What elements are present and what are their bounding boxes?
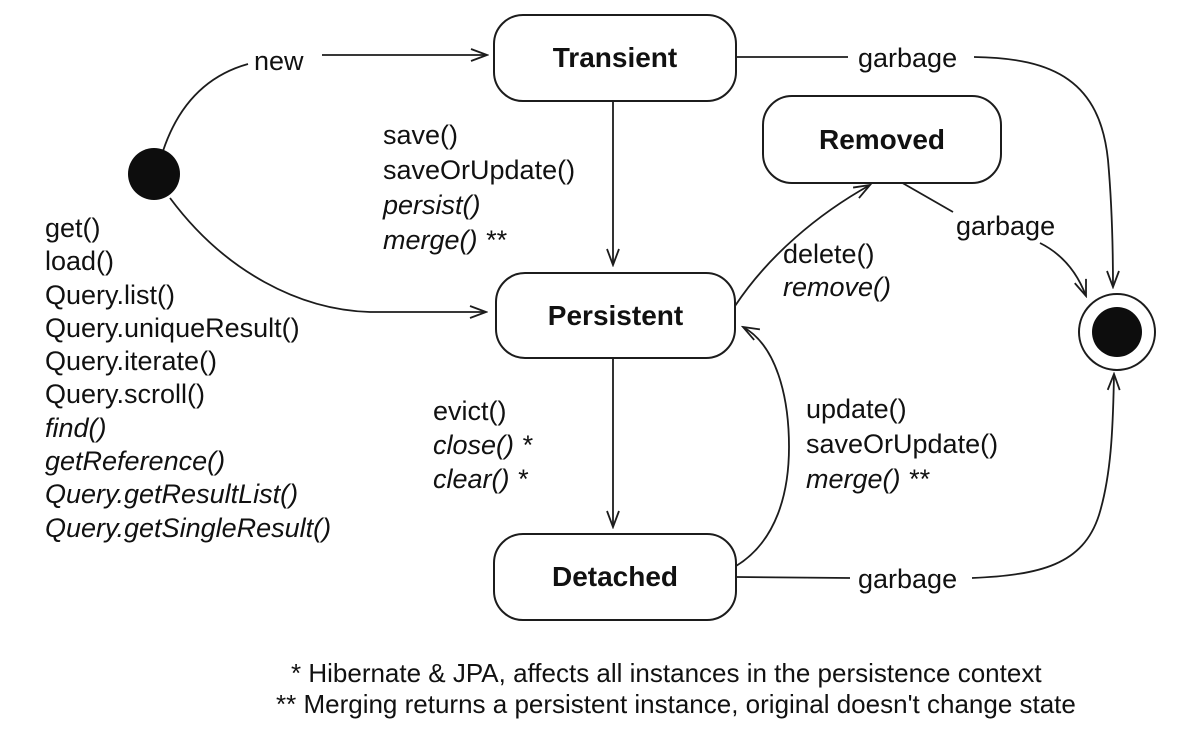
- method-line: find(): [45, 412, 107, 443]
- state-detached-label: Detached: [551, 561, 679, 592]
- transition-label-garbage-transient: garbage: [858, 43, 958, 73]
- edge-initial-to-persistent: [169, 197, 486, 312]
- method-line: update(): [806, 394, 907, 424]
- edge-detached-to-garbage: [735, 576, 851, 579]
- methods-persistent-to-detached: evict() close() * clear() *: [433, 394, 532, 496]
- initial-state-dot: [128, 148, 180, 200]
- method-line: save(): [383, 120, 459, 150]
- method-line: Query.list(): [45, 279, 176, 310]
- methods-detached-to-persistent: update() saveOrUpdate() merge() **: [806, 392, 998, 497]
- method-line: evict(): [433, 396, 507, 426]
- transition-label-new: new: [254, 46, 304, 76]
- state-removed: Removed: [762, 95, 1002, 184]
- methods-persistent-to-removed: delete() remove(): [783, 238, 891, 304]
- edge-garbage-to-final-bottom: [971, 374, 1114, 579]
- method-line: merge() **: [383, 225, 507, 255]
- method-line: saveOrUpdate(): [383, 155, 576, 185]
- method-line: Query.uniqueResult(): [45, 312, 300, 343]
- edge-detached-to-persistent: [735, 327, 790, 567]
- method-line: Query.getSingleResult(): [45, 512, 332, 543]
- method-line: Query.iterate(): [45, 346, 218, 377]
- edge-persistent-to-removed: [734, 185, 870, 307]
- method-line: merge() **: [806, 464, 930, 494]
- edge-removed-to-garbage: [898, 180, 954, 213]
- final-state-inner-dot: [1092, 307, 1142, 357]
- edge-garbage-to-final-mid: [1039, 242, 1086, 296]
- method-line: remove(): [783, 272, 892, 302]
- method-line: Query.getResultList(): [45, 479, 299, 510]
- state-removed-label: Removed: [818, 123, 946, 155]
- method-line: saveOrUpdate(): [806, 429, 999, 459]
- footnote-double-asterisk: ** Merging returns a persistent instance…: [276, 689, 1076, 719]
- state-transient-label: Transient: [552, 42, 678, 73]
- footnote-single-asterisk: * Hibernate & JPA, affects all instances…: [291, 658, 1042, 688]
- state-persistent-label: Persistent: [547, 299, 684, 331]
- transition-label-garbage-detached: garbage: [858, 564, 958, 594]
- methods-retrieval: get() load() Query.list() Query.uniqueRe…: [45, 212, 331, 545]
- final-state: [1078, 293, 1156, 371]
- method-line: delete(): [783, 239, 875, 269]
- edge-initial-to-new: [162, 63, 249, 152]
- method-line: Query.scroll(): [45, 379, 206, 410]
- state-detached: Detached: [493, 533, 737, 621]
- method-line: close() *: [433, 430, 533, 460]
- transition-label-garbage-removed: garbage: [956, 211, 1056, 241]
- method-line: persist(): [383, 190, 481, 220]
- methods-transient-to-persistent: save() saveOrUpdate() persist() merge() …: [383, 118, 575, 258]
- state-persistent: Persistent: [495, 272, 736, 359]
- method-line: get(): [45, 213, 101, 243]
- method-line: load(): [45, 246, 115, 277]
- method-line: clear() *: [433, 464, 528, 494]
- edge-garbage-to-final-top: [973, 56, 1113, 287]
- method-line: getReference(): [45, 446, 226, 477]
- state-transient: Transient: [493, 14, 737, 102]
